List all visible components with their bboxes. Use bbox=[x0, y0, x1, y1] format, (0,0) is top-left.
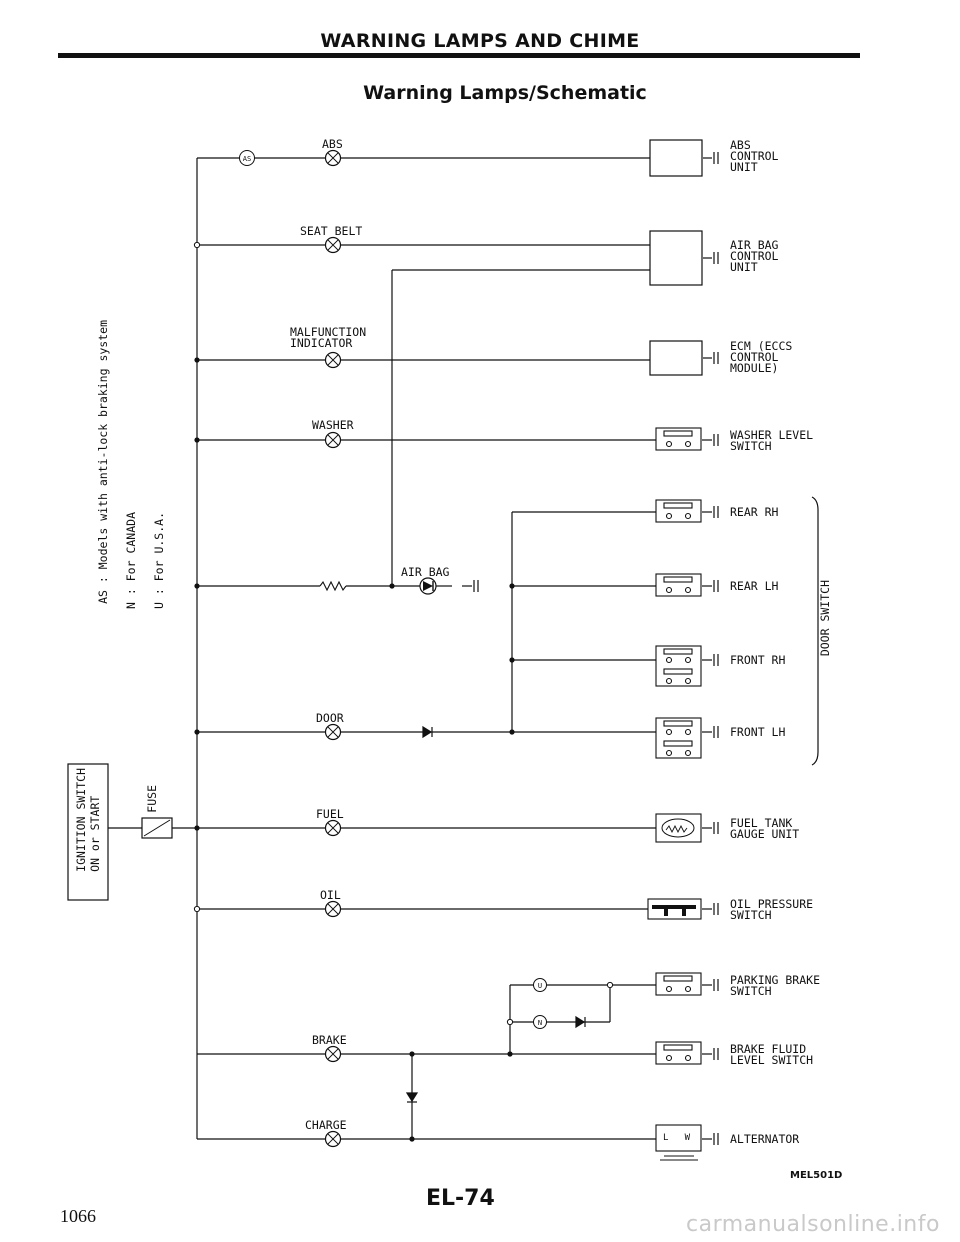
malfunction-lamp-icon bbox=[324, 351, 342, 369]
seat-belt-lamp-icon bbox=[324, 236, 342, 254]
oil-lamp-label: OIL bbox=[320, 888, 341, 902]
svg-text:U: U bbox=[538, 982, 542, 990]
u-option-icon: U bbox=[533, 978, 547, 992]
svg-text:AS: AS bbox=[243, 155, 251, 163]
brake-lamp-label: BRAKE bbox=[312, 1033, 347, 1047]
alternator-terminals: L W bbox=[663, 1133, 691, 1143]
page-code: EL-74 bbox=[426, 1186, 495, 1211]
air-bag-control-unit-label: AIR BAG CONTROL UNIT bbox=[730, 238, 779, 274]
resistor-icon bbox=[319, 580, 347, 592]
diode-icons bbox=[405, 725, 586, 1103]
ignition-switch-label: IGNITION SWITCH ON or START bbox=[74, 768, 102, 872]
air-bag-lamp-label: AIR BAG bbox=[401, 565, 450, 579]
alternator-icon bbox=[655, 1124, 702, 1161]
header-rule bbox=[58, 53, 860, 58]
parking-brake-switch-label: PARKING BRAKE SWITCH bbox=[730, 973, 821, 998]
front-rh-label: FRONT RH bbox=[730, 653, 786, 667]
rear-rh-label: REAR RH bbox=[730, 505, 779, 519]
svg-text:N: N bbox=[538, 1019, 542, 1027]
charge-lamp-icon bbox=[324, 1130, 342, 1148]
fuse-icon bbox=[141, 817, 173, 839]
fuel-tank-gauge-label: FUEL TANK GAUGE UNIT bbox=[730, 816, 800, 841]
washer-lamp-label: WASHER bbox=[312, 418, 354, 432]
legend-as: AS : Models with anti-lock braking syste… bbox=[96, 320, 110, 604]
open-junction bbox=[506, 1018, 514, 1026]
brake-fluid-switch-label: BRAKE FLUID LEVEL SWITCH bbox=[730, 1042, 814, 1067]
door-lamp-icon bbox=[324, 723, 342, 741]
ecm-label: ECM (ECCS CONTROL MODULE) bbox=[730, 339, 793, 375]
oil-lamp-icon bbox=[324, 900, 342, 918]
junction-dots bbox=[194, 357, 515, 1142]
door-switch-label: DOOR SWITCH bbox=[818, 580, 832, 657]
ignition-switch-box bbox=[67, 763, 109, 901]
washer-lamp-icon bbox=[324, 431, 342, 449]
switch-boxes bbox=[655, 427, 702, 1065]
wires bbox=[108, 157, 819, 1140]
fuel-lamp-icon bbox=[324, 819, 342, 837]
brake-lamp-icon bbox=[324, 1045, 342, 1063]
n-option-icon: N bbox=[533, 1015, 547, 1029]
abs-lamp-icon bbox=[324, 149, 342, 167]
washer-level-switch-label: WASHER LEVEL SWITCH bbox=[730, 428, 814, 453]
open-junction bbox=[606, 981, 614, 989]
connector-marks bbox=[473, 152, 719, 1145]
abs-control-unit-label: ABS CONTROL UNIT bbox=[730, 138, 779, 174]
legend-u: U : For U.S.A. bbox=[152, 512, 166, 609]
fuel-lamp-label: FUEL bbox=[316, 807, 344, 821]
abs-lamp-label: ABS bbox=[322, 137, 343, 151]
door-lamp-label: DOOR bbox=[316, 711, 344, 725]
malfunction-lamp-label: MALFUNCTION INDICATOR bbox=[290, 325, 367, 350]
air-bag-led-icon bbox=[419, 577, 437, 595]
section-title: WARNING LAMPS AND CHIME bbox=[320, 30, 640, 52]
warning-lamp-icons bbox=[324, 149, 342, 1148]
diagram-code: MEL501D bbox=[790, 1170, 843, 1181]
open-junction bbox=[193, 241, 201, 249]
book-page-number: 1066 bbox=[60, 1206, 96, 1226]
front-lh-label: FRONT LH bbox=[730, 725, 786, 739]
charge-lamp-label: CHARGE bbox=[305, 1118, 347, 1132]
as-option-icon: AS bbox=[239, 150, 255, 166]
oil-pressure-switch-icon bbox=[647, 898, 702, 920]
watermark: carmanualsonline.info bbox=[686, 1212, 940, 1237]
oil-pressure-switch-label: OIL PRESSURE SWITCH bbox=[730, 897, 814, 922]
fuse-label: FUSE bbox=[145, 785, 159, 813]
legend-n: N : For CANADA bbox=[124, 512, 138, 609]
control-unit-boxes bbox=[649, 139, 703, 376]
page-title: Warning Lamps/Schematic bbox=[363, 82, 647, 104]
alternator-label: ALTERNATOR bbox=[730, 1132, 800, 1146]
fuel-gauge-icon bbox=[655, 813, 702, 843]
open-junction bbox=[193, 905, 201, 913]
seat-belt-lamp-label: SEAT BELT bbox=[300, 224, 363, 238]
rear-lh-label: REAR LH bbox=[730, 579, 779, 593]
